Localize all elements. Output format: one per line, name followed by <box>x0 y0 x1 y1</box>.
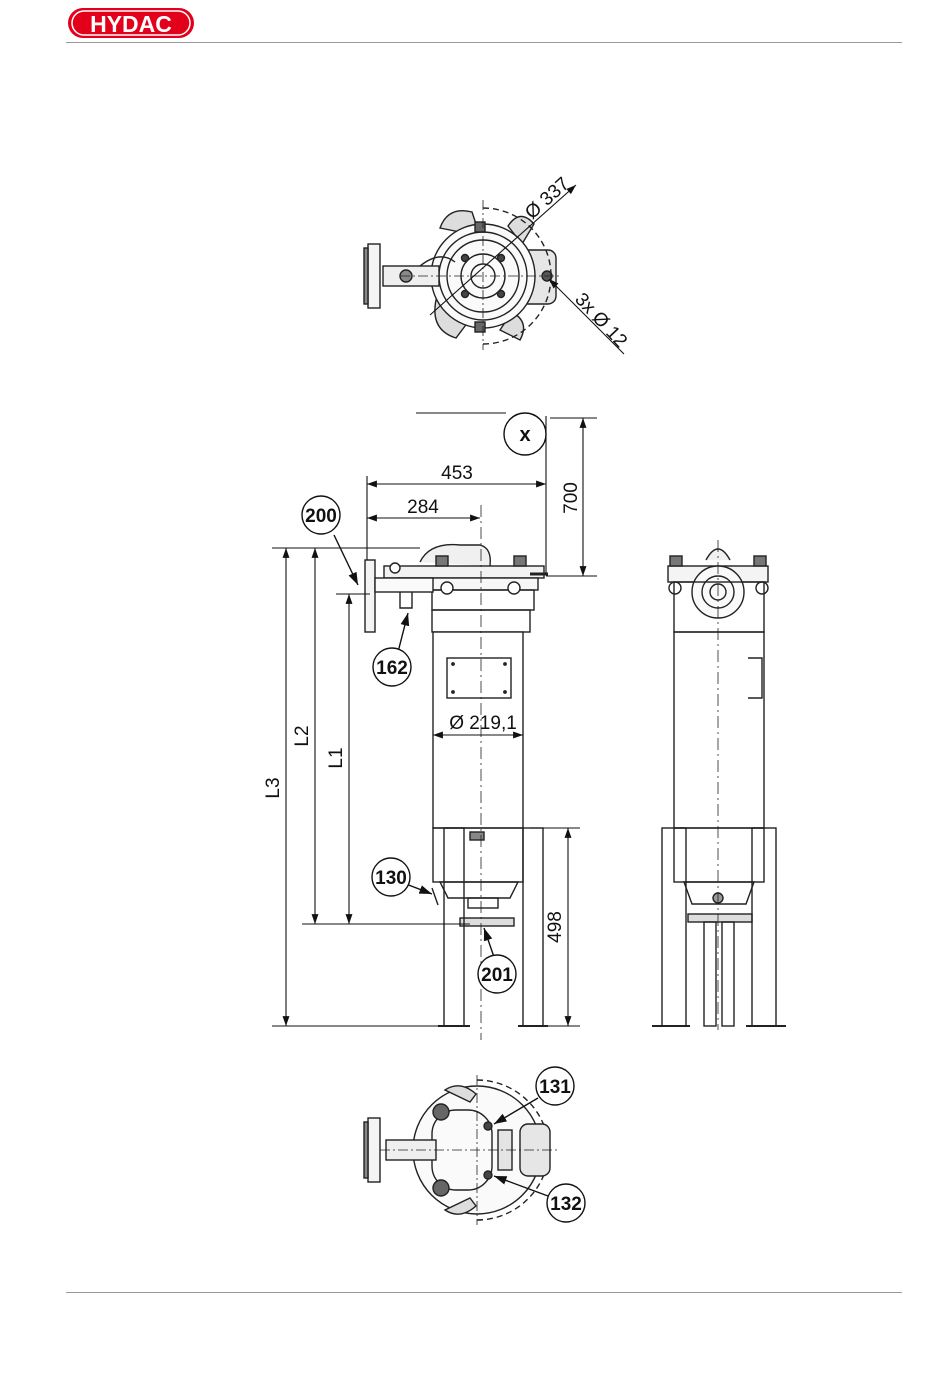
dimension-453: 453 <box>441 463 473 484</box>
ref-201: 201 <box>481 965 513 986</box>
ref-132: 132 <box>550 1194 582 1215</box>
dimension-L3: L3 <box>263 777 284 798</box>
dimension-diameter-337: Ø 337 <box>521 173 574 223</box>
dimension-L2: L2 <box>292 725 313 746</box>
dimension-diameter-219: Ø 219,1 <box>449 713 517 734</box>
bottom-view <box>364 1075 560 1225</box>
dimension-700: 700 <box>561 482 582 514</box>
dimension-holes-3x-12: 3x Ø 12 <box>570 289 631 352</box>
top-view <box>364 200 560 350</box>
ref-130: 130 <box>375 868 407 889</box>
front-view <box>365 505 548 1040</box>
side-view <box>652 540 786 1030</box>
dimension-L1: L1 <box>326 747 347 768</box>
view-marker-x: x <box>519 424 530 446</box>
ref-200: 200 <box>305 506 337 527</box>
dimension-284: 284 <box>407 497 439 518</box>
ref-131: 131 <box>539 1077 571 1098</box>
dimension-498: 498 <box>545 911 566 943</box>
ref-162: 162 <box>376 658 408 679</box>
